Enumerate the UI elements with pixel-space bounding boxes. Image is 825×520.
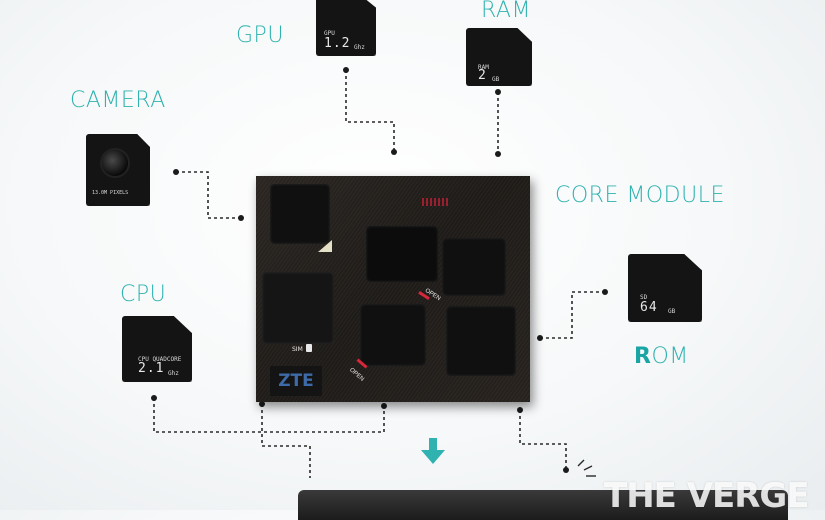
ram-chip: RAM 2 GB <box>466 28 532 86</box>
cpu-connector <box>153 398 385 433</box>
watermark: THE VERGE <box>604 476 810 516</box>
down-arrow-icon <box>421 438 445 464</box>
gpu-label: GPU <box>236 23 284 48</box>
core-slot-cpu <box>360 304 426 366</box>
rom-chip-value: 64 <box>640 300 658 315</box>
speaker-connector <box>519 410 567 470</box>
brand-logo: ZTE <box>270 366 322 396</box>
cpu-chip-unit: Ghz <box>168 370 179 377</box>
sim-label: SIM <box>292 346 303 353</box>
rom-label-initial: R <box>634 344 652 369</box>
camera-connector <box>176 171 240 219</box>
battery-connector <box>261 404 311 478</box>
camera-label: CAMERA <box>70 88 166 113</box>
cpu-chip-value: 2.1 <box>138 361 165 376</box>
camera-lens-icon <box>102 150 128 176</box>
core-slot-gpu <box>270 184 330 244</box>
core-module-label: CORE MODULE <box>555 183 725 208</box>
core-slot-rom <box>446 306 516 376</box>
camera-chip: 13.0M PIXELS <box>86 134 150 206</box>
ram-label: RAM <box>481 0 531 23</box>
gpu-chip-value: 1.2 <box>324 36 351 51</box>
ram-chip-unit: GB <box>492 76 500 83</box>
core-slot-camera <box>262 272 334 344</box>
core-slot-ram <box>442 238 506 296</box>
ram-chip-value: 2 <box>478 68 487 83</box>
gpu-chip-small: GPU <box>324 30 335 37</box>
core-slot-center <box>366 226 438 282</box>
sim-icon <box>306 344 312 352</box>
open-label-b: OPEN <box>348 367 365 383</box>
core-vent <box>422 198 448 206</box>
cpu-chip-small: CPU QUADCORE <box>138 356 182 363</box>
rom-chip: SD 64 GB <box>628 254 702 322</box>
core-module-board: OPEN OPEN SIM ZTE <box>256 176 530 402</box>
gpu-chip: GPU 1.2 Ghz <box>316 0 376 56</box>
camera-chip-small: 13.0M PIXELS <box>92 190 129 196</box>
cpu-chip: CPU QUADCORE 2.1 Ghz <box>122 316 192 382</box>
rom-chip-small: SD <box>640 294 648 301</box>
rom-connector <box>540 291 604 339</box>
cpu-label: CPU <box>120 282 167 307</box>
gpu-connector <box>345 70 395 150</box>
gpu-chip-unit: Ghz <box>354 44 365 51</box>
open-label-a: OPEN <box>423 287 442 303</box>
speaker-icon <box>577 459 596 477</box>
ram-chip-small: RAM <box>478 64 489 71</box>
rom-label-rest: OM <box>651 344 689 369</box>
rom-chip-unit: GB <box>668 308 676 315</box>
rom-label: ROM <box>634 344 689 369</box>
